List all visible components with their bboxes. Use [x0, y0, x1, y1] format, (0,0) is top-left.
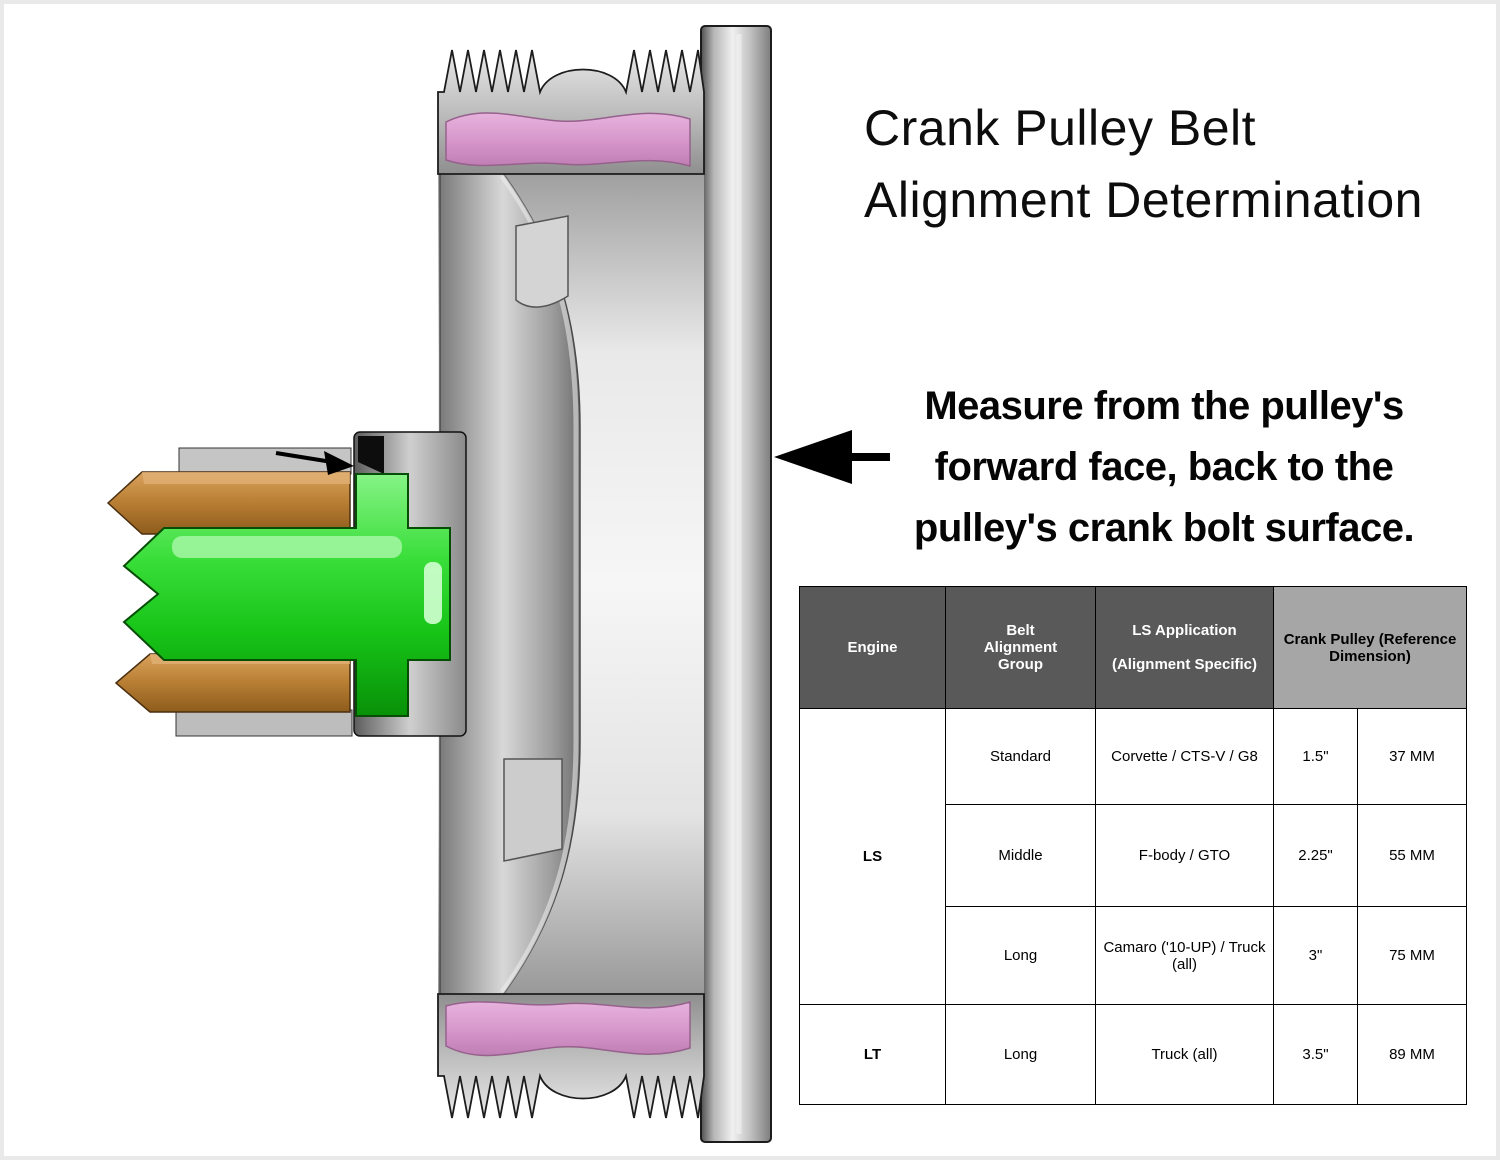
crank-step-bottom: [175, 709, 353, 737]
page-title-line2: Alignment Determination: [864, 172, 1423, 228]
crank-snout-bottom: [114, 653, 351, 713]
page-title: Crank Pulley Belt Alignment Determinatio…: [864, 92, 1496, 236]
header-belt-alignment-group: Belt Alignment Group: [945, 586, 1096, 709]
header-crank-pulley: Crank Pulley (Reference Dimension): [1272, 586, 1468, 709]
table-row: Long Camaro ('10-UP) / Truck (all) 3" 75…: [800, 906, 1468, 1005]
cell-application: Corvette / CTS-V / G8: [1095, 708, 1274, 805]
page-title-line1: Crank Pulley Belt: [864, 100, 1256, 156]
table-row: LS Standard Corvette / CTS-V / G8 1.5" 3…: [799, 708, 1468, 1005]
crank-snout-top: [106, 471, 351, 535]
hub-step-notch: [358, 436, 384, 474]
cell-group: Standard: [945, 708, 1096, 805]
cell-inches: 3.5": [1273, 1004, 1358, 1105]
hub-step-arrow-shaft: [275, 451, 333, 464]
cell-mm: 75 MM: [1356, 906, 1468, 1005]
measurement-arrow-tail: [852, 453, 890, 461]
header-ls-application: LS Application (Alignment Specific): [1095, 586, 1274, 709]
table-row: Middle F-body / GTO 2.25" 55 MM: [800, 804, 1468, 907]
web-rib-top: [515, 215, 569, 308]
alignment-table: Engine Belt Alignment Group LS Applicati…: [799, 586, 1468, 1105]
cell-group: Long: [945, 1004, 1096, 1105]
table-row: LT Long Truck (all) 3.5" 89 MM: [799, 1004, 1468, 1105]
cell-inches: 1.5": [1273, 708, 1358, 805]
crank-snout-top-highlight: [142, 472, 350, 484]
spacer-highlight: [172, 536, 402, 558]
belt-seal-band-bottom: [445, 1000, 691, 1057]
measurement-arrow-head: [774, 430, 852, 484]
measurement-note: Measure from the pulley's forward face, …: [913, 384, 1415, 550]
cell-mm: 89 MM: [1356, 1004, 1468, 1105]
cell-engine-lt: LT: [799, 1004, 946, 1105]
hub-step-arrow-head: [324, 451, 354, 475]
header-engine: Engine: [799, 586, 946, 709]
spacer-specular: [424, 562, 442, 624]
pulley-drum: [700, 25, 772, 1143]
cell-mm: 55 MM: [1356, 804, 1468, 907]
cell-mm: 37 MM: [1356, 708, 1468, 805]
pulley-cross-section-diagram: [106, 25, 890, 1143]
web-rib-bottom: [503, 758, 563, 862]
cell-application: Truck (all): [1095, 1004, 1274, 1105]
cell-application: F-body / GTO: [1095, 804, 1274, 907]
cell-inches: 2.25": [1273, 804, 1358, 907]
spacer-green: [122, 473, 451, 717]
cell-inches: 3": [1273, 906, 1358, 1005]
cell-group: Middle: [945, 804, 1096, 907]
cell-engine-ls: LS: [799, 708, 946, 1005]
table-header-row: Engine Belt Alignment Group LS Applicati…: [799, 586, 1468, 709]
belt-seal-band-top: [445, 112, 691, 167]
cell-application: Camaro ('10-UP) / Truck (all): [1095, 906, 1274, 1005]
cell-group: Long: [945, 906, 1096, 1005]
